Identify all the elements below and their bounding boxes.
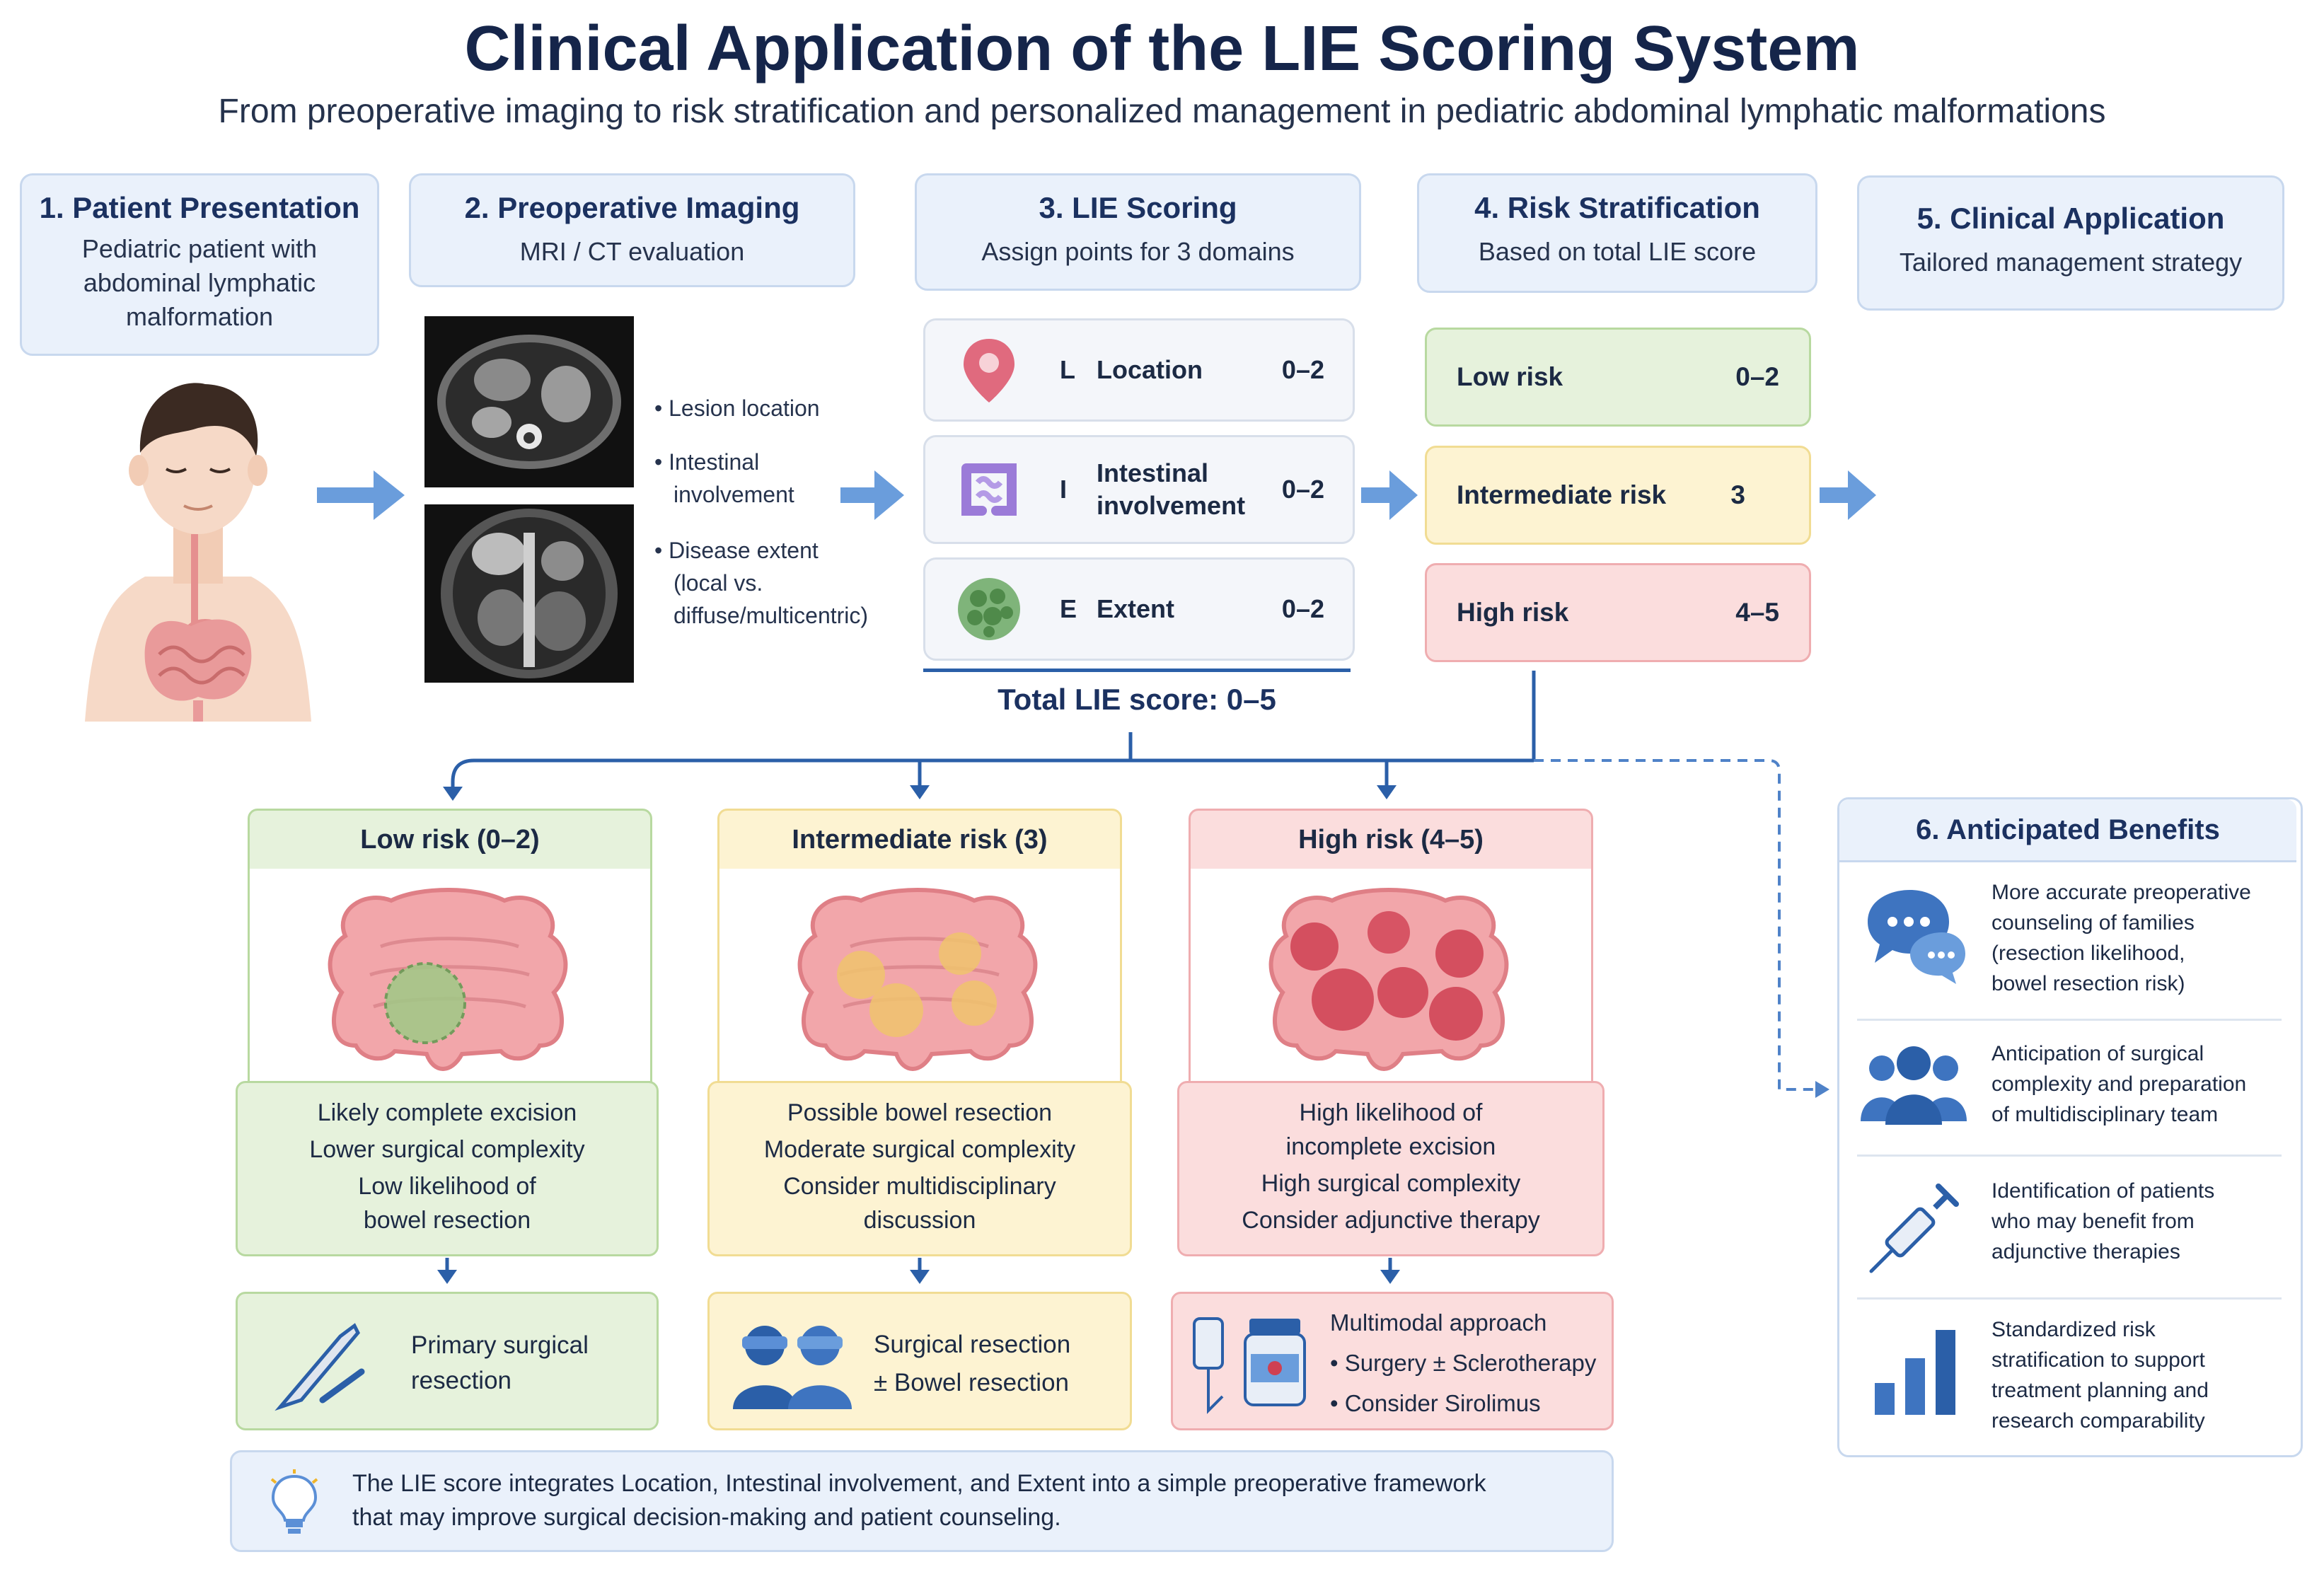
stage-risk-stratification: 4. Risk Stratification Based on total LI… bbox=[1417, 173, 1817, 293]
chat-bubbles-icon bbox=[1868, 890, 1965, 984]
imaging-bullet: • Lesion location bbox=[654, 395, 820, 421]
cluster-icon bbox=[958, 578, 1020, 640]
risk-score: 3 bbox=[1730, 480, 1745, 509]
stage-title: 5. Clinical Application bbox=[1917, 202, 2225, 235]
total-score: Total LIE score: 0–5 bbox=[998, 683, 1276, 716]
risk-label: Intermediate risk bbox=[1457, 480, 1667, 509]
lie-points: 0–2 bbox=[1281, 355, 1324, 384]
stage-subtitle: Based on total LIE score bbox=[1478, 237, 1757, 266]
management-line: resection bbox=[411, 1367, 512, 1394]
ct-axial-image bbox=[424, 316, 634, 487]
management-low: Primary surgical resection bbox=[236, 1292, 659, 1430]
outcome-high: High likelihood of incomplete excision H… bbox=[1177, 1081, 1605, 1256]
lightbulb-icon bbox=[270, 1469, 318, 1534]
stage-subtitle: MRI / CT evaluation bbox=[519, 237, 745, 266]
benefit-divider bbox=[1857, 1297, 2282, 1300]
risk-score: 0–2 bbox=[1735, 362, 1779, 391]
lie-label: Location bbox=[1097, 355, 1203, 384]
benefit-divider bbox=[1857, 1019, 2282, 1021]
stage-line: Pediatric patient with bbox=[81, 234, 318, 263]
syringe-icon bbox=[1869, 1184, 1959, 1273]
risk-level-intermediate: Intermediate risk 3 bbox=[1425, 446, 1811, 545]
intestine-icon bbox=[961, 463, 1017, 516]
total-divider bbox=[923, 669, 1351, 672]
lie-label: Extent bbox=[1097, 594, 1175, 623]
column-header-high: High risk (4–5) bbox=[1189, 809, 1593, 871]
management-intermediate: Surgical resection ± Bowel resection bbox=[707, 1292, 1132, 1430]
stage-line: malformation bbox=[125, 302, 274, 331]
medication-icon bbox=[1193, 1317, 1306, 1414]
flow-arrow bbox=[1820, 470, 1876, 520]
colon-illustration bbox=[1268, 888, 1509, 1071]
imaging-bullet: • Intestinal involvement bbox=[654, 449, 794, 507]
stage-title: 2. Preoperative Imaging bbox=[464, 191, 800, 224]
surgeons-icon bbox=[733, 1326, 852, 1409]
management-line: • Surgery ± Sclerotherapy bbox=[1330, 1350, 1597, 1376]
risk-level-high: High risk 4–5 bbox=[1425, 563, 1811, 662]
benefit-divider bbox=[1857, 1155, 2282, 1157]
management-line: Surgical resection bbox=[874, 1331, 1071, 1358]
column-illustration-intermediate bbox=[717, 869, 1122, 1083]
page-title: Clinical Application of the LIE Scoring … bbox=[464, 13, 1860, 84]
management-high: Multimodal approach • Surgery ± Scleroth… bbox=[1171, 1292, 1614, 1430]
footer-summary: The LIE score integrates Location, Intes… bbox=[230, 1450, 1614, 1552]
stage-preoperative-imaging: 2. Preoperative Imaging MRI / CT evaluat… bbox=[409, 173, 855, 287]
flow-arrow bbox=[840, 470, 904, 520]
lie-domain-extent: E Extent 0–2 bbox=[923, 557, 1355, 661]
mri-coronal-image bbox=[424, 504, 634, 683]
risk-label: Low risk bbox=[1457, 362, 1563, 391]
footer-line: The LIE score integrates Location, Intes… bbox=[352, 1470, 1486, 1497]
lie-points: 0–2 bbox=[1281, 594, 1324, 623]
stage-subtitle: Assign points for 3 domains bbox=[981, 237, 1295, 266]
lie-points: 0–2 bbox=[1281, 475, 1324, 504]
risk-score: 4–5 bbox=[1735, 598, 1779, 627]
footer-line: that may improve surgical decision-makin… bbox=[352, 1504, 1061, 1531]
risk-level-low: Low risk 0–2 bbox=[1425, 328, 1811, 427]
colon-illustration bbox=[328, 888, 568, 1071]
column-illustration-high bbox=[1189, 869, 1593, 1083]
outcome-intermediate: Possible bowel resection Moderate surgic… bbox=[707, 1081, 1132, 1256]
lie-letter: L bbox=[1060, 355, 1075, 384]
management-line: Primary surgical bbox=[411, 1331, 589, 1359]
benefits-title: 6. Anticipated Benefits bbox=[1839, 799, 2296, 862]
flow-arrow bbox=[317, 470, 405, 520]
management-line: ± Bowel resection bbox=[874, 1369, 1070, 1396]
team-icon bbox=[1861, 1046, 1967, 1125]
location-pin-icon bbox=[964, 339, 1014, 403]
stage-title: 4. Risk Stratification bbox=[1474, 191, 1760, 224]
flow-arrow bbox=[1361, 470, 1418, 520]
stage-title: 1. Patient Presentation bbox=[39, 191, 360, 224]
stage-lie-scoring: 3. LIE Scoring Assign points for 3 domai… bbox=[915, 173, 1361, 291]
stage-subtitle: Tailored management strategy bbox=[1899, 248, 2243, 277]
stage-line: abdominal lymphatic bbox=[83, 268, 316, 297]
outcome-low: Likely complete excision Lower surgical … bbox=[236, 1081, 659, 1256]
bar-chart-icon bbox=[1875, 1330, 1955, 1415]
scalpel-icon bbox=[274, 1323, 365, 1411]
column-header-intermediate: Intermediate risk (3) bbox=[717, 809, 1122, 871]
management-line: Multimodal approach bbox=[1330, 1309, 1547, 1336]
column-illustration-low bbox=[248, 869, 652, 1083]
stage-clinical-application: 5. Clinical Application Tailored managem… bbox=[1857, 175, 2284, 311]
lie-letter: E bbox=[1060, 594, 1077, 623]
stage-title: 3. LIE Scoring bbox=[1039, 191, 1237, 224]
imaging-bullet: • Disease extent (local vs. diffuse/mult… bbox=[654, 538, 869, 628]
stage-patient-presentation: 1. Patient Presentation Pediatric patien… bbox=[20, 173, 379, 356]
column-header-low: Low risk (0–2) bbox=[248, 809, 652, 871]
lie-domain-location: L Location 0–2 bbox=[923, 318, 1355, 422]
risk-label: High risk bbox=[1457, 598, 1569, 627]
page-subtitle: From preoperative imaging to risk strati… bbox=[218, 93, 2106, 130]
management-line: • Consider Sirolimus bbox=[1330, 1390, 1541, 1416]
child-illustration bbox=[85, 383, 311, 722]
lie-letter: I bbox=[1060, 475, 1068, 504]
colon-illustration bbox=[797, 888, 1038, 1071]
